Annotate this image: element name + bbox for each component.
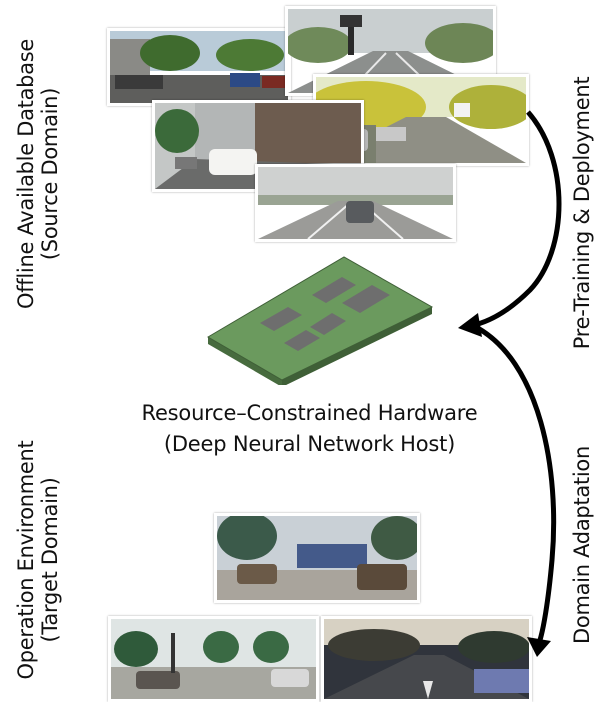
hardware-title: Resource–Constrained Hardware <box>141 401 478 425</box>
source-photo-misty-road <box>255 164 456 242</box>
chip-2 <box>260 307 302 331</box>
board-side-left <box>208 337 282 385</box>
board-side-right <box>282 307 432 385</box>
adaptation-arrowhead <box>527 637 551 657</box>
chip-3 <box>342 285 390 313</box>
pretraining-arrow <box>469 110 562 329</box>
chip-1 <box>312 277 356 303</box>
chip-4 <box>310 313 346 335</box>
target-photo-intersection <box>108 616 319 702</box>
target-photo-parking <box>214 513 420 603</box>
source-photo-suburb <box>107 28 291 106</box>
chip-5 <box>284 330 320 351</box>
hardware-subtitle: (Deep Neural Network Host) <box>163 432 456 456</box>
pretraining-arrowhead <box>458 313 482 337</box>
hardware-board <box>207 256 434 385</box>
adaptation-arrow <box>472 323 557 641</box>
